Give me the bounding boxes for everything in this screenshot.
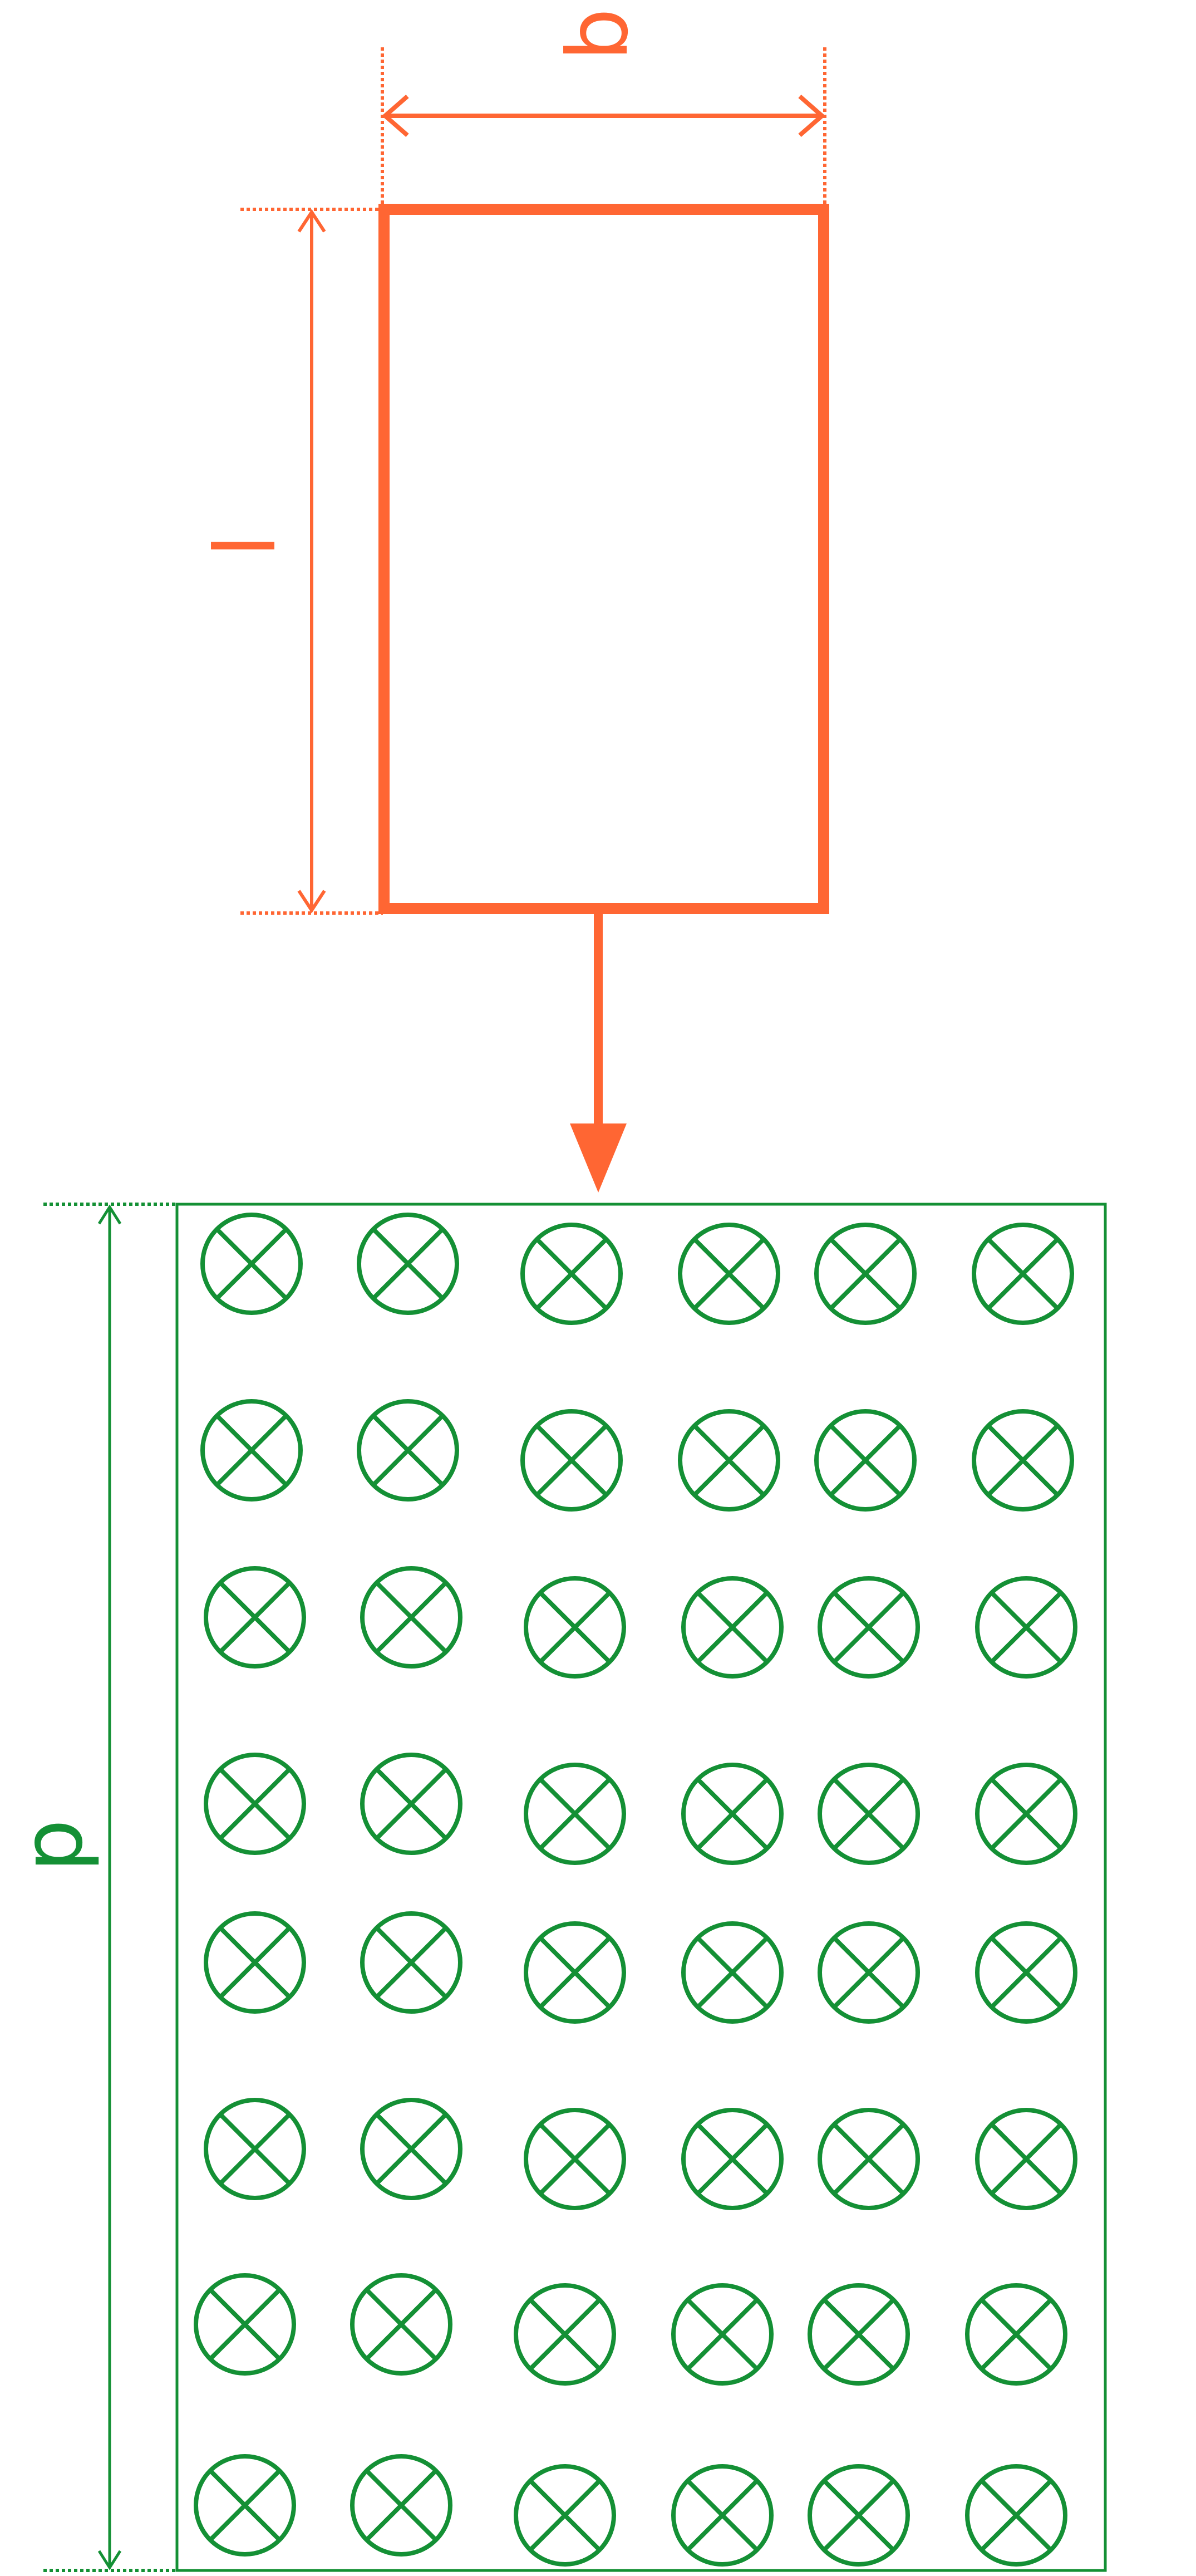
crossed-circle-icon (818, 1576, 920, 1679)
crossed-circle-icon (194, 2273, 296, 2376)
field-group: p (4, 1203, 1107, 2572)
crossed-circle-icon (524, 1921, 626, 2024)
crossed-circle-icon (350, 2454, 452, 2557)
crossed-circle-icon (204, 1566, 306, 1669)
crossed-circle-icon (975, 1763, 1077, 1865)
down-arrow (570, 909, 627, 1193)
crossed-circle-icon (678, 1409, 780, 1512)
crossed-circle-icon (204, 2098, 306, 2200)
crossed-circle-icon (808, 2283, 910, 2386)
crossed-circle-icon (200, 1399, 303, 1502)
crossed-circle-icon (972, 1223, 1074, 1325)
crossed-circle-icon (965, 2283, 1067, 2386)
crossed-circle-icon (975, 2108, 1077, 2210)
length-dimension-arrow (297, 209, 326, 914)
crossed-circle-icon (360, 1566, 462, 1669)
crossed-circle-icon (200, 1213, 303, 1315)
width-dimension-arrow (381, 94, 826, 138)
crossed-circle-icon (204, 1911, 306, 2014)
crossed-circle-icon (524, 1576, 626, 1679)
crossed-circle-icon (814, 1409, 917, 1512)
depth-dimension-arrow (97, 1204, 122, 2570)
crossed-circle-icon (357, 1213, 459, 1315)
crossed-circle-icon (972, 1409, 1074, 1512)
crossed-circle-icon (514, 2283, 616, 2386)
crossed-circle-icon (975, 1576, 1077, 1679)
crossed-circle-icon (678, 1223, 780, 1325)
crossed-circle-icon (524, 1763, 626, 1865)
crossed-circle-icon (524, 2108, 626, 2210)
crossed-circle-icon (681, 1921, 784, 2024)
crossed-circle-icon (808, 2464, 910, 2567)
crossed-circle-icon (975, 1921, 1077, 2024)
crossed-circle-icon (681, 1576, 784, 1679)
crossed-circle-icon (671, 2283, 774, 2386)
crossed-circle-icon (360, 2098, 462, 2200)
crossed-circle-icon (194, 2454, 296, 2557)
crossed-circle-icon (818, 1921, 920, 2024)
crossed-circle-icon (520, 1223, 623, 1325)
crossed-circle-grid (194, 1213, 1077, 2567)
green-field-border (175, 1203, 1107, 2572)
crossed-circle-icon (965, 2464, 1067, 2567)
crossed-circle-icon (818, 1763, 920, 1865)
crossed-circle-icon (204, 1753, 306, 1855)
crossed-circle-icon (360, 1911, 462, 2014)
orange-rectangle (378, 204, 829, 914)
crossed-circle-icon (814, 1223, 917, 1325)
crossed-circle-icon (514, 2464, 616, 2567)
crossed-circle-icon (360, 1753, 462, 1855)
width-label: b (550, 8, 647, 61)
length-label: l (198, 534, 294, 557)
crossed-circle-icon (818, 2108, 920, 2210)
crossed-circle-icon (520, 1409, 623, 1512)
depth-label: p (4, 1819, 101, 1872)
crossed-circle-icon (357, 1399, 459, 1502)
crossed-circle-icon (350, 2273, 452, 2376)
crossed-circle-icon (681, 1763, 784, 1865)
crossed-circle-icon (671, 2464, 774, 2567)
rectangle-group: b l (198, 8, 829, 1193)
crossed-circle-icon (681, 2108, 784, 2210)
